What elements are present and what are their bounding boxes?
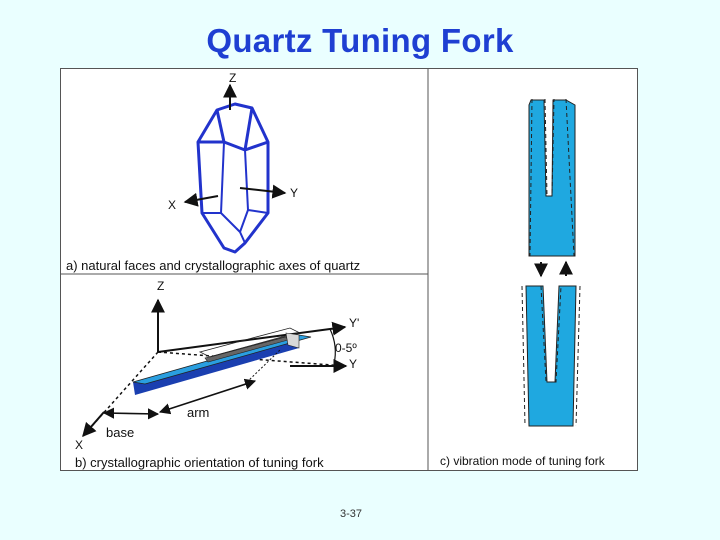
quartz-crystal [196, 102, 270, 254]
angle-label: 0-5º [335, 341, 357, 355]
base-label: base [106, 425, 134, 440]
caption-a: a) natural faces and crystallographic ax… [66, 258, 360, 273]
fork-inward-mode [521, 285, 581, 427]
fork-outward-mode [528, 98, 576, 257]
arm-dimension-arrow [158, 378, 257, 415]
base-dimension-arrow [102, 407, 160, 420]
page-number: 3-37 [340, 508, 363, 520]
axis-x-dashed-b [82, 351, 159, 437]
axis-z-label-b: Z [157, 279, 164, 293]
slide-title: Quartz Tuning Fork [206, 22, 514, 59]
angle-arc [329, 328, 336, 365]
axis-y-arrow-a [239, 184, 287, 199]
arm-label: arm [187, 405, 209, 420]
caption-b: b) crystallographic orientation of tunin… [75, 455, 324, 470]
axis-y-prime-label: Y' [349, 316, 359, 330]
axis-z-label-a: Z [229, 71, 236, 85]
axis-x-arrow-b [82, 411, 105, 438]
axis-y-label-a: Y [290, 186, 298, 200]
axis-x-label-a: X [168, 198, 176, 212]
axis-y-dashed-b [157, 351, 346, 367]
caption-c: c) vibration mode of tuning fork [440, 454, 606, 468]
axis-y-prime-arrow-b [157, 321, 347, 353]
axis-x-label-b: X [75, 438, 83, 452]
axis-y-label-b: Y [349, 357, 357, 371]
axis-x-arrow-a [183, 192, 219, 207]
